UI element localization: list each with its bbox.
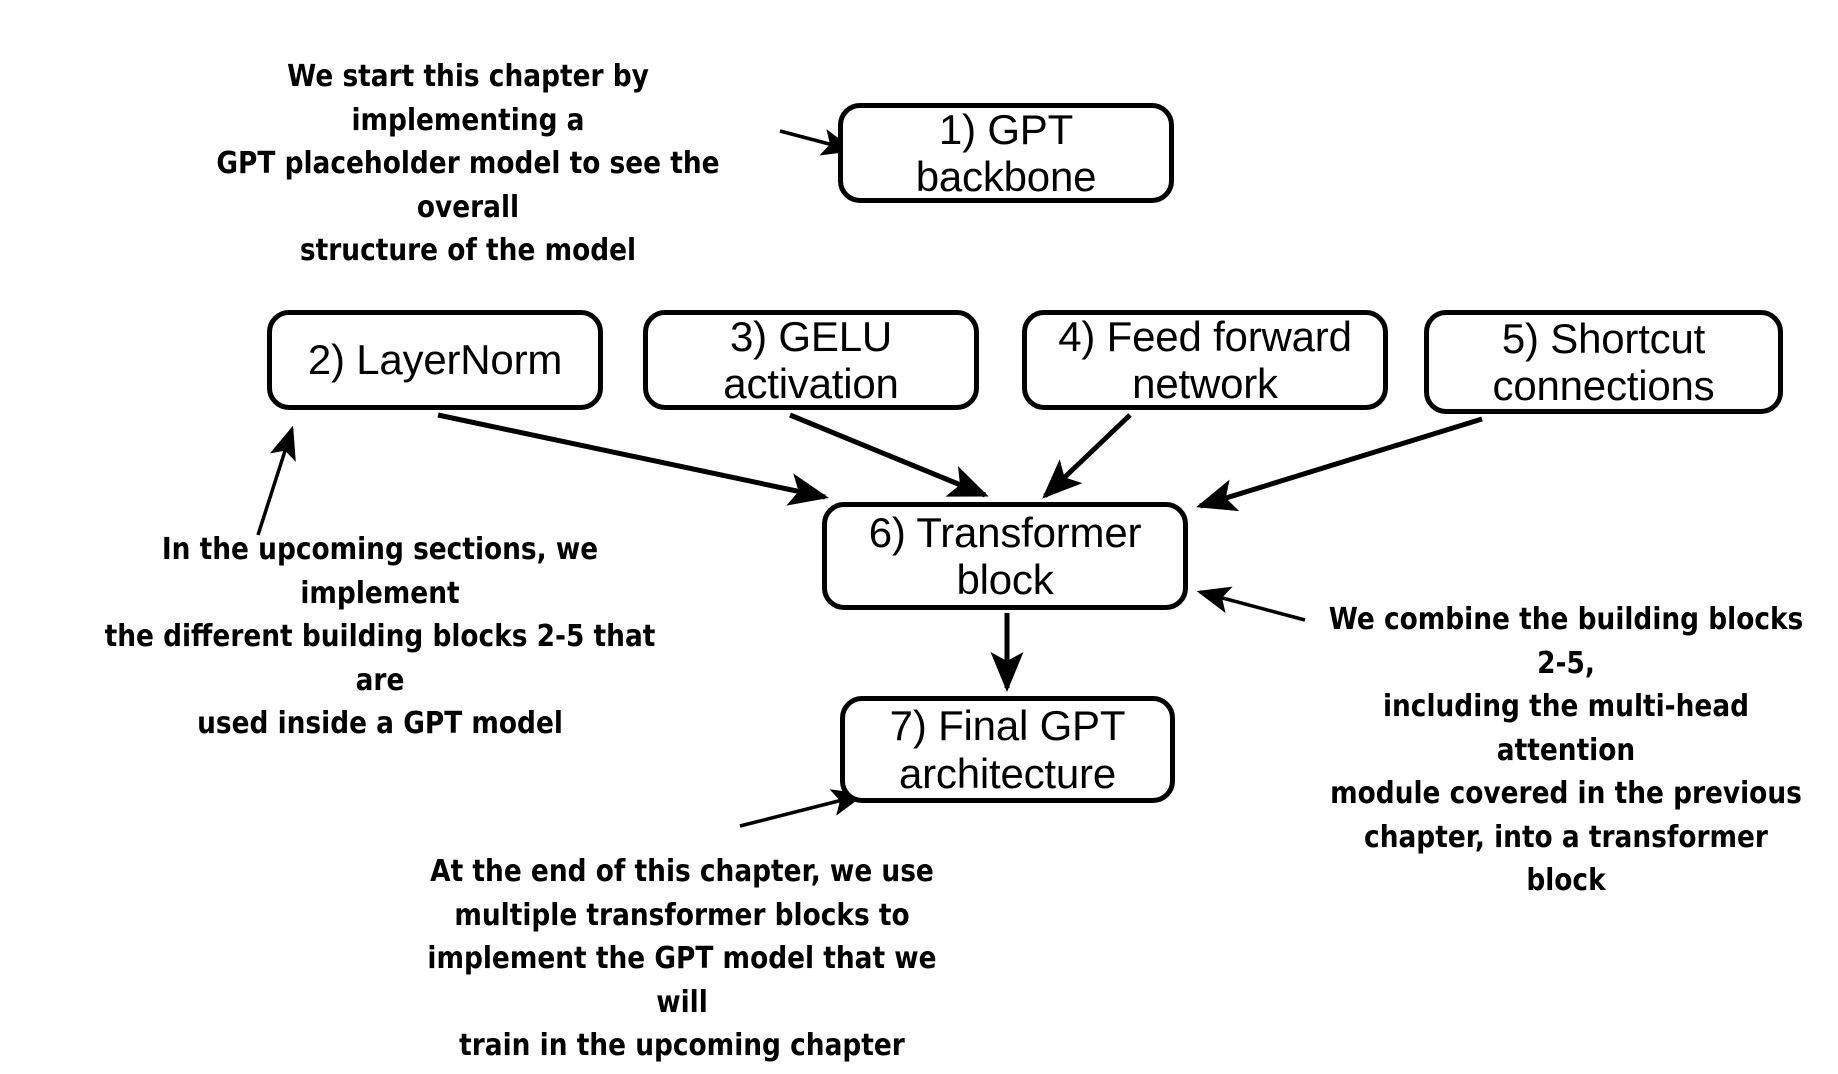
annotation-top-left: We start this chapter by implementing a … — [216, 59, 720, 268]
node-shortcut-line2: connections — [1492, 362, 1715, 409]
annotation-bottom: At the end of this chapter, we use multi… — [427, 854, 937, 1063]
arrow-layernorm-to-transformer — [437, 412, 829, 506]
arrow-feedforward-to-transformer — [1042, 413, 1132, 499]
node-gpt-backbone-line1: 1) GPT — [938, 105, 1074, 153]
annotation-right: We combine the building blocks 2-5, incl… — [1328, 602, 1804, 898]
node-gelu-line2: activation — [723, 360, 899, 407]
arrow-gelu-to-transformer — [789, 412, 989, 498]
node-feed-forward-line2: network — [1132, 360, 1278, 407]
node-shortcut[interactable]: 5) Shortcut connections — [1424, 310, 1783, 414]
arrow-annot-mid-left-to-layernorm — [256, 425, 296, 536]
node-gelu-line1: 3) GELU — [730, 312, 892, 360]
node-transformer-block-label: 6) Transformer block — [853, 509, 1158, 603]
node-shortcut-label: 5) Shortcut connections — [1477, 315, 1731, 409]
arrow-annot-bottom-to-final-gpt — [739, 789, 866, 828]
node-final-gpt[interactable]: 7) Final GPT architecture — [840, 696, 1175, 803]
node-final-gpt-line1: 7) Final GPT — [889, 702, 1126, 750]
node-transformer-block-line2: block — [956, 556, 1054, 603]
arrow-annot-right-to-transformer — [1196, 586, 1306, 622]
node-feed-forward-line1: 4) Feed forward — [1058, 312, 1352, 360]
node-gelu[interactable]: 3) GELU activation — [643, 310, 979, 410]
annotation-mid-left: In the upcoming sections, we implement t… — [104, 532, 656, 741]
node-gpt-backbone-line2: backbone — [915, 153, 1097, 200]
node-shortcut-line1: 5) Shortcut — [1501, 314, 1706, 362]
node-feed-forward-label: 4) Feed forward network — [1042, 313, 1367, 407]
node-gelu-label: 3) GELU activation — [707, 313, 914, 407]
node-transformer-block-line1: 6) Transformer — [868, 508, 1142, 556]
node-feed-forward[interactable]: 4) Feed forward network — [1022, 310, 1388, 410]
node-gpt-backbone[interactable]: 1) GPT backbone — [838, 103, 1174, 203]
node-layernorm[interactable]: 2) LayerNorm — [267, 310, 603, 410]
arrow-shortcut-to-transformer — [1196, 416, 1483, 512]
node-gpt-backbone-label: 1) GPT backbone — [900, 106, 1113, 200]
node-layernorm-line1: 2) LayerNorm — [307, 336, 563, 384]
node-layernorm-label: 2) LayerNorm — [292, 336, 578, 383]
node-final-gpt-line2: architecture — [898, 749, 1117, 797]
node-final-gpt-label: 7) Final GPT architecture — [874, 702, 1142, 796]
node-transformer-block[interactable]: 6) Transformer block — [822, 502, 1188, 610]
